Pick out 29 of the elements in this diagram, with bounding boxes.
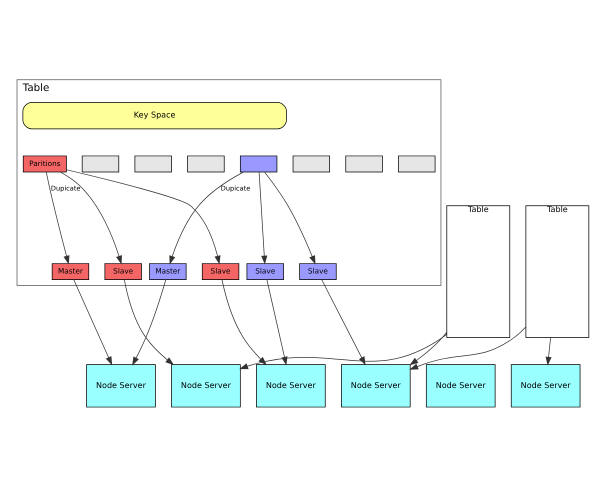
arrow [258,171,268,264]
arrow [546,336,552,366]
arrow [264,171,316,264]
node-box: Slave [246,262,284,280]
arrow [46,171,70,264]
node-box [240,155,278,172]
node-box [187,155,225,172]
arrow [169,171,244,264]
node-box: Master [149,262,187,280]
arrow [124,278,174,365]
arrow [266,278,288,365]
node-box [82,155,120,172]
arrow [132,278,166,366]
node-box [134,155,172,172]
node-box: Slave [104,262,142,280]
arrow [321,278,366,365]
node-box: Slave [299,262,337,280]
arrow [60,171,122,264]
node-box: Slave [202,262,240,280]
arrow [66,168,220,264]
arrow [409,332,448,365]
node-box [345,155,383,172]
arrow [409,326,526,370]
node-box: Paritions [22,155,67,172]
node-box [292,155,330,172]
node-box [398,155,436,172]
arrow [239,333,448,369]
node-box: Master [52,262,90,280]
arrow [73,278,112,365]
